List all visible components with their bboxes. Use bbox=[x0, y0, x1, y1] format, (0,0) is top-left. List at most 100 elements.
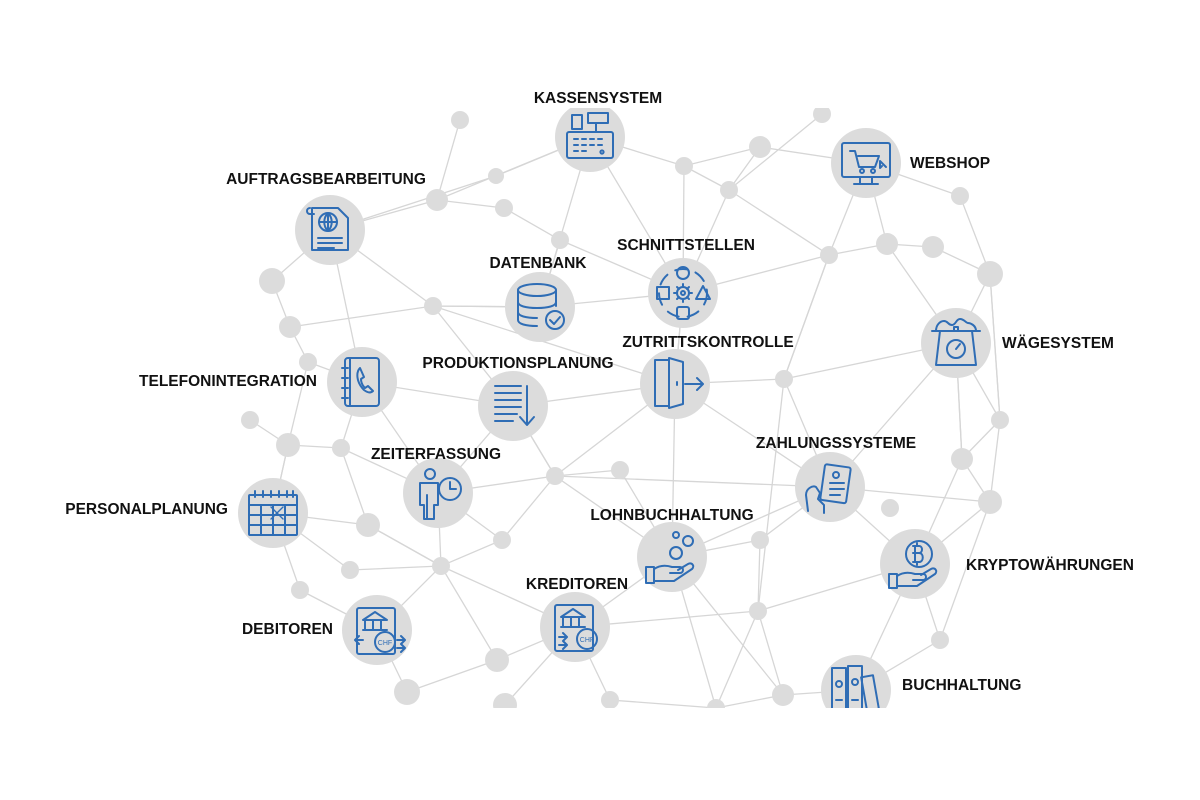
module-node bbox=[821, 655, 891, 708]
network-dot bbox=[241, 411, 259, 429]
network-dot bbox=[977, 261, 1003, 287]
network-dot bbox=[978, 490, 1002, 514]
module-node-circle bbox=[921, 308, 991, 378]
network-dot bbox=[675, 157, 693, 175]
module-node bbox=[327, 347, 397, 417]
module-node bbox=[555, 108, 625, 172]
phone-book-icon bbox=[341, 357, 380, 407]
network-dot bbox=[488, 168, 504, 184]
module-node bbox=[880, 529, 950, 599]
network-dot bbox=[493, 531, 511, 549]
module-node bbox=[831, 128, 901, 198]
network-dot bbox=[931, 631, 949, 649]
module-label: WÄGESYSTEM bbox=[1002, 335, 1114, 352]
interfaces-gear-icon bbox=[656, 266, 711, 320]
network-dot bbox=[601, 691, 619, 708]
network-dot bbox=[432, 557, 450, 575]
list-arrow-icon bbox=[494, 385, 535, 426]
module-label: DATENBANK bbox=[489, 255, 587, 272]
network-dots bbox=[241, 108, 1009, 708]
network-dot bbox=[495, 199, 513, 217]
network-dot bbox=[772, 684, 794, 706]
network-dot bbox=[611, 461, 629, 479]
network-dot bbox=[356, 513, 380, 537]
module-node-circle bbox=[795, 452, 865, 522]
network-dot bbox=[299, 353, 317, 371]
module-label: AUFTRAGSBEARBEITUNG bbox=[226, 171, 426, 188]
module-node-circle bbox=[640, 349, 710, 419]
network-dot bbox=[259, 268, 285, 294]
svg-text:CHF: CHF bbox=[580, 637, 594, 644]
svg-text:CHF: CHF bbox=[378, 640, 392, 647]
card-payment-icon bbox=[805, 463, 852, 514]
module-label: ZEITERFASSUNG bbox=[371, 446, 501, 463]
network-dot bbox=[276, 433, 300, 457]
network-dot bbox=[394, 679, 420, 705]
hand-coins-icon bbox=[645, 531, 695, 584]
network-dot bbox=[493, 693, 517, 708]
network-dot bbox=[881, 499, 899, 517]
module-node bbox=[478, 371, 548, 441]
module-nodes: CHF CHF bbox=[238, 108, 991, 708]
network-dot bbox=[426, 189, 448, 211]
module-label: TELEFONINTEGRATION bbox=[139, 373, 317, 390]
module-node bbox=[403, 458, 473, 528]
network-edge bbox=[619, 469, 831, 558]
module-node bbox=[921, 308, 991, 378]
module-label: PERSONALPLANUNG bbox=[65, 501, 228, 518]
bank-chf-out-icon: CHF bbox=[554, 604, 598, 652]
module-node bbox=[637, 522, 707, 592]
network-dot bbox=[707, 699, 725, 708]
network-dot bbox=[991, 411, 1009, 429]
network-dot bbox=[951, 187, 969, 205]
module-node bbox=[295, 195, 365, 265]
network-edge bbox=[329, 136, 991, 275]
bank-chf-in-icon: CHF bbox=[354, 607, 406, 655]
module-node-circle bbox=[831, 128, 901, 198]
module-label: ZAHLUNGSSYSTEME bbox=[756, 435, 916, 452]
module-label: KASSENSYSTEM bbox=[534, 90, 662, 107]
module-label: LOHNBUCHHALTUNG bbox=[590, 507, 753, 524]
scale-icon bbox=[931, 318, 981, 366]
module-node bbox=[238, 478, 308, 548]
module-label: KREDITOREN bbox=[526, 576, 628, 593]
calendar-icon bbox=[248, 490, 298, 536]
module-label: BUCHHALTUNG bbox=[902, 677, 1021, 694]
network-dot bbox=[341, 561, 359, 579]
network-dot bbox=[485, 648, 509, 672]
network-edge bbox=[361, 381, 916, 691]
network-dot bbox=[749, 602, 767, 620]
module-label: KRYPTOWÄHRUNGEN bbox=[966, 557, 1134, 574]
network-dot bbox=[813, 108, 831, 123]
hand-bitcoin-icon bbox=[888, 540, 938, 589]
door-enter-icon bbox=[654, 357, 704, 409]
network-dot bbox=[951, 448, 973, 470]
network-dot bbox=[775, 370, 793, 388]
network-edge bbox=[855, 162, 963, 691]
module-label: PRODUKTIONSPLANUNG bbox=[422, 355, 613, 372]
network-dot bbox=[551, 231, 569, 249]
network-dot bbox=[424, 297, 442, 315]
network-edge bbox=[559, 113, 823, 294]
network-dot bbox=[749, 136, 771, 158]
network-dot bbox=[279, 316, 301, 338]
module-node bbox=[795, 452, 865, 522]
binders-icon bbox=[831, 665, 880, 708]
network-dot bbox=[546, 467, 564, 485]
network-dot bbox=[451, 111, 469, 129]
network-edge bbox=[329, 229, 442, 567]
network-dot bbox=[720, 181, 738, 199]
network-edge bbox=[271, 136, 591, 282]
network-dot bbox=[332, 439, 350, 457]
module-label: SCHNITTSTELLEN bbox=[617, 237, 755, 254]
module-label: DEBITOREN bbox=[242, 621, 333, 638]
module-node bbox=[648, 258, 718, 328]
shopping-cart-monitor-icon bbox=[841, 142, 891, 185]
network-dot bbox=[922, 236, 944, 258]
module-label: ZUTRITTSKONTROLLE bbox=[622, 334, 793, 351]
module-node bbox=[640, 349, 710, 419]
network-edge bbox=[955, 271, 1001, 460]
module-labels: KASSENSYSTEMWEBSHOPAUFTRAGSBEARBEITUNGDA… bbox=[65, 90, 1134, 694]
module-node bbox=[505, 272, 575, 342]
database-check-icon bbox=[517, 283, 565, 330]
